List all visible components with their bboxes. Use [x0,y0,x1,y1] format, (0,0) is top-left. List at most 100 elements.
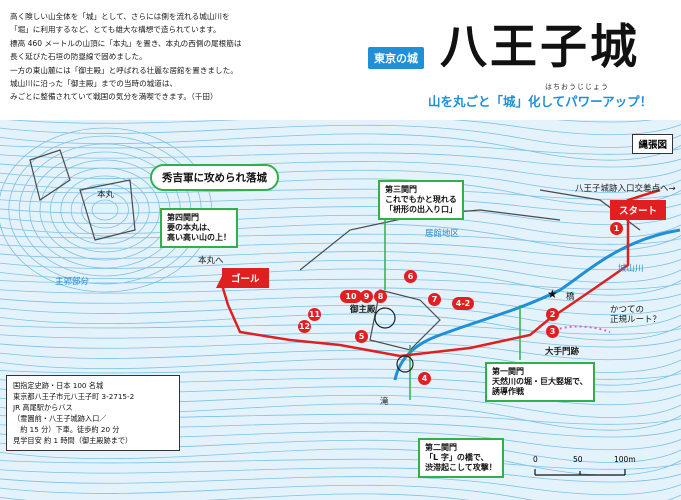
contour-line [91,199,119,221]
route-number-11: 11 [308,308,321,321]
legend-title: 縄張図 [632,134,673,154]
gate4-note: 第四関門 要の本丸は、 高い高い山の上！ [160,208,238,248]
label-otemon: 大手門跡 [545,347,580,357]
contour-line [70,183,140,237]
contour-line [0,251,681,271]
contour-line [0,278,681,290]
info-line: 見学目安 約 1 時間（御主殿跡まで） [13,436,133,445]
route-number-5: 5 [355,330,368,343]
info-line: 東京都八王子市元八王子町 3-2715-2 [13,392,135,401]
title-reading: はちおうじじょう [545,83,609,91]
route-number-3: 3 [546,325,559,338]
series-badge: 東京の城 [368,47,424,69]
contour-line [0,287,681,303]
intro-line: 標高 460 メートルの山頂に「本丸」を置き、本丸の西側の尾根筋は [10,38,242,48]
info-line: JR 高尾駅からバス [13,403,73,412]
contour-line [0,143,681,155]
contour-line [0,178,681,206]
route-number-10: 10 [340,290,362,303]
route-number-9: 9 [360,290,373,303]
old-route [554,325,611,333]
info-line: （霊園前・八王子城跡入口／ [13,414,107,423]
contour-line [0,304,681,328]
intro-text: 高く険しい山全体を「城」として、さらには側を流れる城山川を 「堀」に利用するなど… [10,10,365,104]
castle-map: ★ 縄張図 八王子城跡入口交差点へ→ スタート ゴール 本丸 本丸へ 主郭部分 … [0,120,681,500]
route-number-8: 8 [374,290,387,303]
contour-line [0,259,681,283]
intro-line: 城山川に沿った「御主殿」までの当時の城道は、 [10,79,178,89]
contour-line [0,206,681,226]
contour-line [557,120,654,123]
route-number-7: 7 [428,293,441,306]
page-title: 八王子城 [440,20,640,75]
route-number-6: 6 [404,270,417,283]
contour-line [81,191,129,229]
intro-line: 「堀」に利用するなど、とても雄大な構想で造られています。 [10,25,221,35]
label-honmaru: 本丸 [97,190,115,200]
info-box: 国指定史跡・日本 100 名城 東京都八王子市元八王子町 3-2715-2 JR… [6,375,180,451]
contour-line [0,242,681,258]
route-number-2: 2 [546,308,559,321]
label-old-route: かつての 正規ルート？ [610,305,662,325]
gate1-note: 第一関門 天然川の堀・巨大竪堀で、 誘導作戦 [485,362,595,402]
info-line: 約 15 分）下車。徒歩約 20 分 [13,425,120,434]
contour-line [60,175,150,245]
honmaru-outline [79,179,136,241]
contour-line [0,223,681,251]
contour-line [8,120,681,136]
contour-line [0,358,681,386]
goshuden-outline [369,289,441,351]
contour-line [0,133,681,161]
scale-tick: 0 [533,455,538,464]
bridge-star: ★ [547,287,558,301]
fort-outline [29,149,71,201]
contour-line [0,268,681,296]
entrance-note: 八王子城跡入口交差点へ→ [575,184,676,194]
label-kyokan: 居館地区 [425,229,460,239]
label-shukaku: 主郭部分 [55,277,90,287]
route-number-12: 12 [298,320,311,333]
contour-line [0,152,681,168]
river [393,228,681,381]
contour-line [0,484,681,500]
route-number-1: 1 [610,222,623,235]
scale-tick: 100m [614,455,636,464]
goal-tag: ゴール [222,268,269,288]
scale-bar: 0 50 100m [530,455,636,485]
route-number-4: 4 [418,372,431,385]
contour-line [0,368,681,380]
contour-line [0,341,681,361]
focus-circle [374,307,396,329]
intro-line: 一方の東山麓には「御主殿」と呼ばれる壮麗な居館を置きました。 [10,65,238,75]
contour-line [0,161,681,181]
info-line: 国指定史跡・日本 100 名城 [13,381,104,390]
contour-line [0,323,681,335]
scale-tick: 50 [573,455,583,464]
scale-bar-graphic [534,469,626,476]
label-hashi: 橋 [566,292,575,302]
label-taki: 滝 [380,397,389,407]
intro-line: みごとに整備されていて戦国の気分を満喫できます。（千田） [10,92,218,102]
history-pill: 秀吉軍に攻められ落城 [150,164,279,191]
intro-line: 長く延びた石垣の防塁線で固めました。 [10,52,147,62]
contour-line [0,332,681,348]
contour-line [0,476,681,496]
contour-line [0,233,681,245]
contour-line [0,124,681,148]
contour-line [0,349,681,373]
contour-line [50,167,160,253]
start-tag: スタート [610,200,667,220]
gate2-note: 第二関門 「L 字」の橋で、 渋滞起こして攻撃！ [418,438,504,478]
label-honmaru-to: 本丸へ [198,256,224,266]
contour-line [0,169,681,193]
page-subtitle: 山を丸ごと「城」化してパワーアップ！ [428,94,653,109]
label-goshuden: 御主殿 [350,305,376,315]
focus-circle [396,355,414,373]
route-number-4-2: 4-2 [452,297,474,310]
ridge-line [539,189,641,231]
contour-line [0,313,681,341]
intro-line: 高く険しい山全体を「城」として、さらには側を流れる城山川を [10,12,230,21]
contour-line [0,493,470,500]
gate3-note: 第三関門 これでもかと現れる 「枡形の出入り口」 [378,180,464,220]
label-shiroyamagawa: 城山川 [618,264,644,274]
